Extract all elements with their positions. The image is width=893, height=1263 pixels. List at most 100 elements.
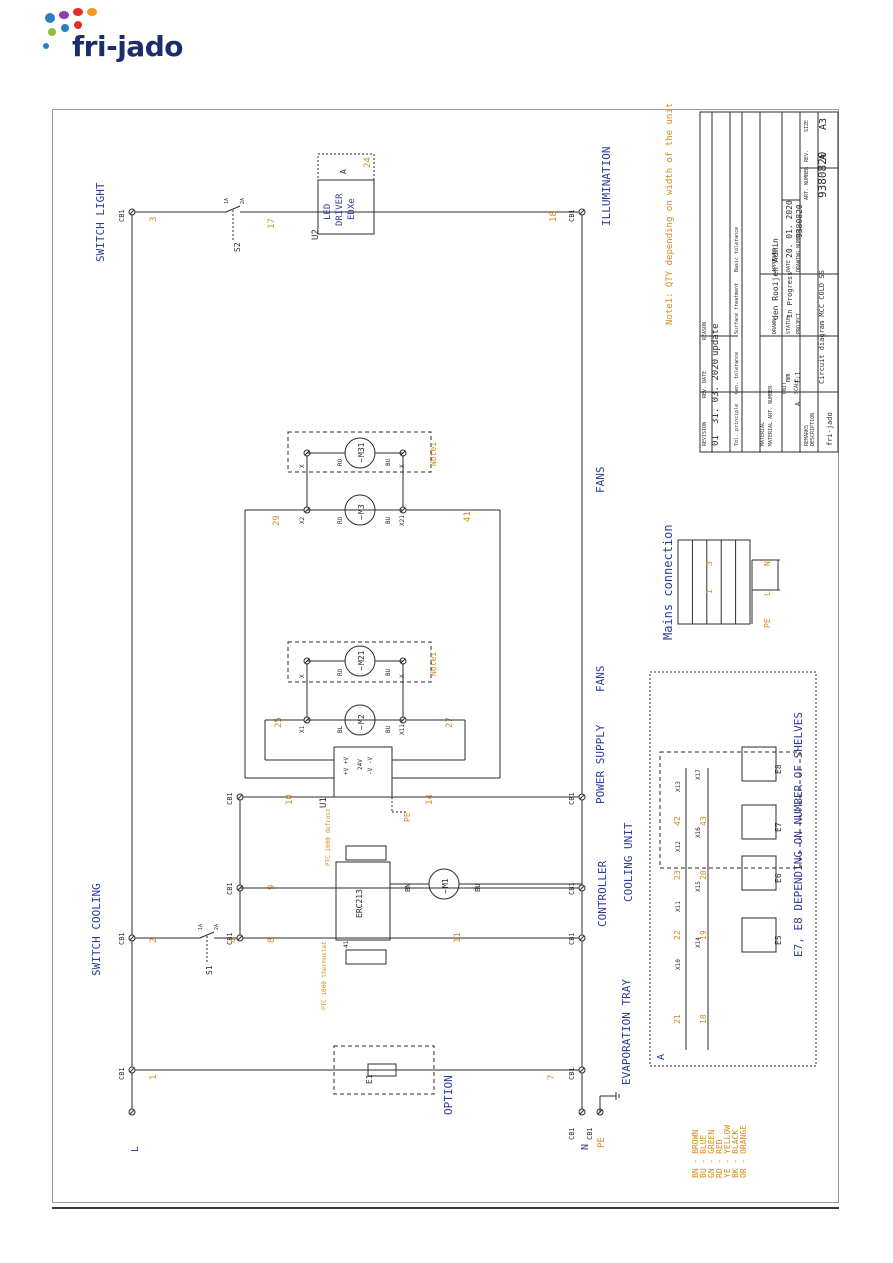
motor-m21-tilde: ~ xyxy=(357,666,366,671)
section-fans: FANS xyxy=(594,467,607,494)
terminal-slash xyxy=(237,794,243,800)
section-switch-light: SWITCH LIGHT xyxy=(94,182,107,262)
tb-drawn: den Rooijen Admin xyxy=(771,238,780,320)
u1-pv: +V +V xyxy=(343,757,350,775)
tb-label: DATE xyxy=(786,260,792,272)
tb-label: REV. xyxy=(804,150,810,162)
legend-item: OR - ORANGE xyxy=(739,1125,748,1178)
logo-wordmark: fri-jado xyxy=(72,30,183,63)
cb1-label: CB1 xyxy=(568,1067,576,1080)
cb1-label: CB1 xyxy=(226,792,234,805)
option-box xyxy=(333,1045,435,1095)
mains-pe: PE xyxy=(763,618,772,628)
terminal-slash xyxy=(579,885,585,891)
tb-unit: mm xyxy=(784,374,792,382)
legend-item: BK - BLACK xyxy=(731,1130,740,1178)
tb-label: DESCRIPTION xyxy=(810,413,816,446)
wire-number: 8 xyxy=(267,938,277,943)
heater-box xyxy=(741,804,777,840)
shelf-x: X15 xyxy=(695,881,702,892)
cb1-label: CB1 xyxy=(568,1127,576,1140)
fan-pin-color: BU xyxy=(385,725,392,733)
tb-label: PROJECT xyxy=(796,313,802,334)
cb1-label: CB1 xyxy=(568,932,576,945)
fan-pin-color: RO xyxy=(337,458,344,466)
wire-number: 3 xyxy=(149,217,159,222)
note1-tag: Note1 xyxy=(429,442,438,466)
led-driver-line3: EDXe xyxy=(347,198,357,220)
fan-pin-color: RO xyxy=(337,668,344,676)
tb-art-nr: 9380820 xyxy=(816,152,829,198)
controller-erc213 xyxy=(335,861,391,941)
cb1-label: CB1 xyxy=(118,209,126,222)
shelf-wire: 23 xyxy=(673,870,682,880)
motor-m2-tilde: ~ xyxy=(357,725,366,730)
terminal-slash xyxy=(579,209,585,215)
tb-label: MATERIAL ART. NUMBER xyxy=(768,385,774,446)
ptc-right-sensor xyxy=(345,845,387,861)
tb-label: Surface treatment xyxy=(734,283,740,334)
cb1-label: CB1 xyxy=(226,882,234,895)
s2-contact xyxy=(225,205,241,213)
wire-number: 18 xyxy=(549,211,559,222)
cb1-label: CB1 xyxy=(568,209,576,222)
tb-revision: 01 xyxy=(711,435,721,446)
mains-n: N xyxy=(763,561,772,566)
terminal-slash xyxy=(129,209,135,215)
wire-number: 41 xyxy=(463,511,473,522)
terminal-slash xyxy=(129,1109,135,1115)
motor-m31-tilde: ~ xyxy=(357,458,366,463)
m1-bn: BN xyxy=(404,884,412,892)
section-switch-cooling: SWITCH COOLING xyxy=(90,883,103,976)
shelf-x: X13 xyxy=(675,781,682,792)
wire-number: 2 xyxy=(149,938,159,943)
shelf-x: X12 xyxy=(675,841,682,852)
led-driver-line1: LED xyxy=(323,204,333,220)
mains-row-3: 3 xyxy=(705,561,714,566)
legend-item: YE - YELLOW xyxy=(723,1125,732,1178)
tb-drawing-nr: 9380820 xyxy=(795,204,804,238)
label-n: N xyxy=(580,1144,591,1150)
tb-rev: A xyxy=(818,154,829,160)
logo-dots-icon xyxy=(43,8,97,49)
tb-label: SCALE xyxy=(794,379,800,394)
wire-number: 11 xyxy=(453,932,463,943)
pin: 1A xyxy=(198,924,204,930)
motor-m1-label: M1 xyxy=(441,878,450,888)
label-e6: E6 xyxy=(774,873,783,883)
shelf-x: X16 xyxy=(695,827,702,838)
legend-item: BN - BROWN xyxy=(691,1130,700,1178)
note1-text: Note1: QTY depending on width of the uni… xyxy=(665,103,675,325)
label-s1: S1 xyxy=(205,965,214,975)
terminal-slash xyxy=(579,1109,585,1115)
shelf-wire: 18 xyxy=(699,1014,708,1024)
wire-number: 24 xyxy=(363,157,373,168)
cb1-label: CB1 xyxy=(568,792,576,805)
wire-number: 17 xyxy=(267,218,277,229)
tb-label: REVISION xyxy=(702,422,708,446)
section-fans: FANS xyxy=(594,666,607,693)
tb-label: ART. NUMBER xyxy=(804,166,810,200)
label-e8: E8 xyxy=(774,764,783,774)
legend-item: RD - RED xyxy=(715,1139,724,1178)
fan-pin-x: X21 xyxy=(399,515,406,526)
pin: 41 xyxy=(343,940,350,948)
fan-pin-x: X11 xyxy=(399,724,406,735)
a-tag: A xyxy=(339,169,348,174)
label-u1: U1 xyxy=(319,797,329,808)
label-l: L xyxy=(130,1146,141,1152)
terminal-slash xyxy=(579,1067,585,1073)
drawing-frame xyxy=(52,109,839,1203)
mains-l: L xyxy=(763,591,772,596)
tb-label: Gen. tolerance xyxy=(734,352,740,394)
wire-number: 29 xyxy=(272,515,282,526)
tb-label: UNIT xyxy=(782,382,788,394)
label-pe: PE xyxy=(597,1137,607,1148)
heater-box xyxy=(741,917,777,953)
fan-pin-x: X xyxy=(399,674,406,678)
fan-pin-color: BU xyxy=(385,668,392,676)
motor-m21-label: M21 xyxy=(357,650,366,665)
u1-nv: -V -V xyxy=(367,757,374,775)
note1-tag: Note1 xyxy=(429,652,438,676)
